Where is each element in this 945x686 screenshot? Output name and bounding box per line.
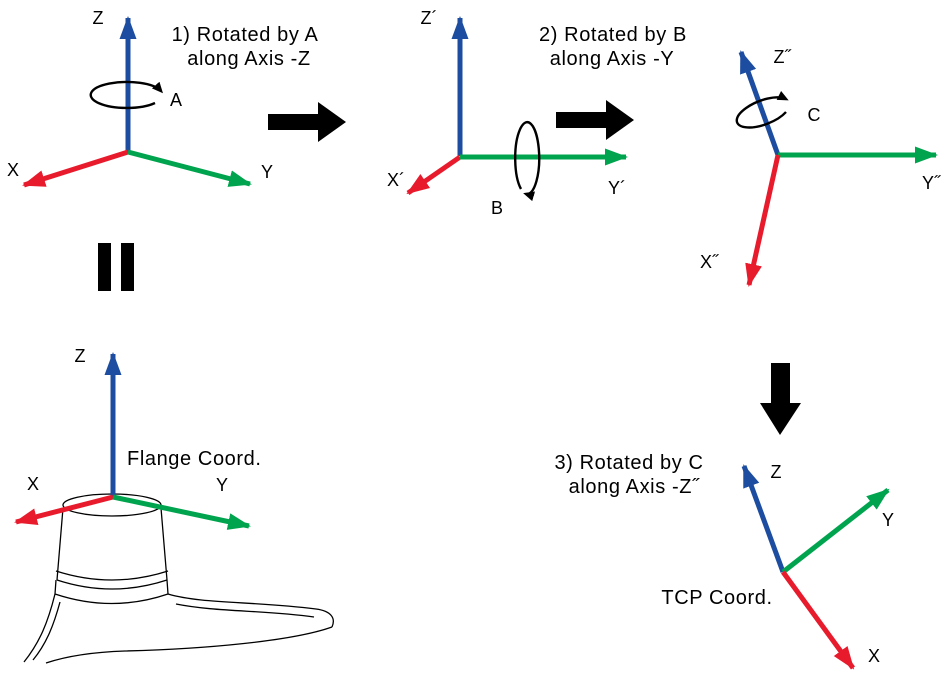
equivalence-sign (98, 243, 134, 291)
flange-x-axis (14, 494, 114, 525)
robot-flange-drawing (23, 493, 334, 664)
step1-y-axis (127, 149, 252, 187)
step3-frame: Z˝ Y˝ X˝ C (700, 47, 941, 287)
tcp-x-axis (780, 570, 856, 670)
step2-y-label: Y´ (608, 178, 626, 198)
tcp-y-label: Y (882, 510, 894, 530)
step2-frame: Z´ X´ Y´ B 2) Rotated by B along Axis -Y (387, 8, 687, 218)
tcp-caption: TCP Coord. (661, 587, 772, 609)
step3-rotation-label: C (808, 105, 821, 125)
flange-y-axis (112, 494, 251, 530)
step2-caption-line1: 2) Rotated by B (539, 24, 687, 46)
step3-x-label: X˝ (700, 252, 719, 272)
step1-frame: Z X Y A 1) Rotated by A along Axis -Z (7, 8, 319, 188)
robot-arm-outline (45, 593, 334, 664)
transition-arrow-1-icon (268, 102, 346, 142)
step1-z-label: Z (93, 8, 104, 28)
step3-caption-line1: 3) Rotated by C (554, 452, 703, 474)
tcp-y-axis (781, 488, 890, 574)
step3-z-label: Z˝ (774, 47, 792, 67)
step2-z-label: Z´ (421, 8, 438, 28)
tcp-z-axis (741, 464, 786, 573)
flange-caption: Flange Coord. (127, 448, 262, 470)
flange-z-label: Z (75, 346, 86, 366)
flange-frame: Z X Y Flange Coord. (14, 346, 334, 664)
tcp-x-label: X (868, 646, 880, 666)
step3-caption-line2: along Axis -Z˝ (569, 476, 700, 498)
step3-z-axis (738, 50, 781, 156)
step2-caption-line2: along Axis -Y (550, 48, 675, 70)
equivalence-bar-right (121, 243, 134, 291)
tcp-frame: 3) Rotated by C along Axis -Z˝ Z Y X TCP… (554, 452, 894, 670)
step2-rotation-label: B (491, 198, 503, 218)
step1-y-label: Y (261, 162, 273, 182)
tcp-z-label: Z (771, 462, 782, 482)
step3-x-axis (745, 154, 781, 287)
equivalence-bar-left (98, 243, 111, 291)
step2-x-label: X´ (387, 170, 405, 190)
flange-y-label: Y (216, 475, 228, 495)
transition-arrow-down-icon (760, 363, 801, 435)
step1-rotation-arrow (89, 80, 163, 110)
step2-x-axis (406, 154, 462, 196)
transition-arrow-2-icon (556, 100, 634, 140)
flange-cylinder-sides (56, 507, 168, 581)
flange-ring-bands (54, 570, 169, 605)
step1-x-label: X (7, 160, 19, 180)
step3-rotation-arrow (735, 90, 789, 129)
step3-y-label: Y˝ (922, 173, 941, 193)
step1-caption-line2: along Axis -Z (187, 48, 310, 70)
step1-x-axis (22, 149, 129, 188)
robot-body-left-outline (23, 593, 61, 663)
step1-caption-line1: 1) Rotated by A (172, 24, 319, 46)
flange-x-label: X (27, 474, 39, 494)
step1-rotation-label: A (170, 90, 182, 110)
step2-rotation-arrow (514, 121, 541, 202)
